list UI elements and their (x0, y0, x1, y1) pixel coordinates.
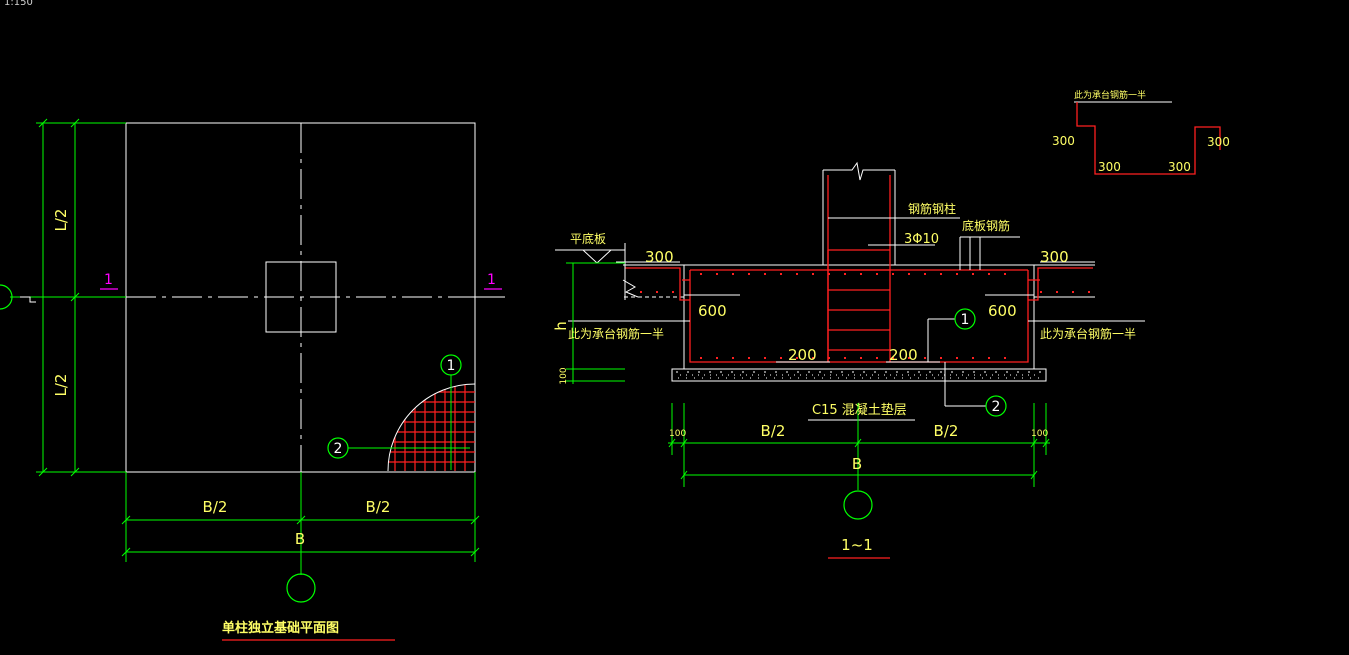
scale-label: 1:150 (4, 0, 33, 8)
section-view: 平底板 钢筋钢柱 底板钢筋 3Φ10 300 300 600 600 200 2… (552, 161, 1145, 559)
section-mark-left: 1 (100, 272, 118, 290)
plan-dim-half-width-left: B/2 (203, 498, 228, 516)
plan-dim-width: B (295, 530, 305, 548)
detail-dim-300-mid-right: 300 (1168, 160, 1191, 174)
plan-dim-half-length-bottom: L/2 (52, 374, 70, 397)
section-rebar (625, 175, 1093, 363)
label-column-rebar: 钢筋钢柱 (908, 201, 956, 216)
rebar-detail: 此为承台钢筋一半 300 300 300 300 (1052, 89, 1230, 175)
plan-marker-2-label: 2 (334, 441, 343, 457)
axis-bubble-left (0, 284, 13, 310)
plan-dim-half-width-right: B/2 (366, 498, 391, 516)
dim-300-right: 300 (1040, 248, 1069, 266)
dim-200-right: 200 (889, 346, 918, 364)
dim-100-right: 100 (1031, 429, 1048, 439)
dim-100-vertical: 100 (559, 367, 569, 384)
detail-dim-300-left: 300 (1052, 134, 1075, 148)
detail-dim-300-right: 300 (1207, 135, 1230, 149)
axis-bubble-bottom (286, 573, 316, 603)
footing-section-outline (623, 264, 1095, 370)
detail-dim-300-mid-left: 300 (1098, 160, 1121, 174)
rebar-mesh-arc (387, 383, 476, 472)
label-stirrup: 3Φ10 (904, 232, 939, 247)
plan-view: 1 1 L/2 L/2 (0, 118, 505, 641)
axis-tick-left (20, 296, 36, 303)
dim-600-left: 600 (698, 302, 727, 320)
dim-300-left: 300 (645, 248, 674, 266)
section-marker-2-label: 2 (992, 399, 1001, 415)
section-marker-1-circle (954, 308, 976, 330)
section-marker-1-label: 1 (961, 312, 970, 328)
section-marker-2-circle (985, 395, 1007, 417)
label-half-rebar-right: 此为承台钢筋一半 (1040, 326, 1136, 341)
plan-bottom-dimensions (121, 472, 480, 562)
section-dim-half-width-left: B/2 (761, 422, 786, 440)
dim-h: h (552, 321, 570, 331)
section-mark-left-label: 1 (104, 272, 113, 288)
detail-title: 此为承台钢筋一半 (1074, 89, 1146, 101)
dim-100-left: 100 (669, 429, 686, 439)
rebar-dots (640, 273, 1090, 359)
section-axis-bubble (843, 490, 873, 520)
label-flat-slab: 平底板 (570, 231, 606, 246)
label-bottom-rebar: 底板钢筋 (962, 218, 1010, 233)
break-symbol (622, 279, 639, 298)
plan-dim-half-length-top: L/2 (52, 209, 70, 232)
detail-rebar-shape (1076, 102, 1221, 175)
section-title: 1~1 (841, 536, 873, 554)
elevation-symbol (581, 249, 613, 264)
plan-title: 单柱独立基础平面图 (222, 620, 339, 636)
section-dim-width: B (852, 455, 862, 473)
section-mark-right-label: 1 (487, 272, 496, 288)
label-half-rebar-left: 此为承台钢筋一半 (568, 326, 664, 341)
label-cushion: C15 混凝土垫层 (812, 402, 907, 418)
cushion-dots (676, 371, 1042, 379)
section-leaders (568, 196, 1145, 421)
section-dim-half-width-right: B/2 (934, 422, 959, 440)
dim-600-right: 600 (988, 302, 1017, 320)
section-mark-right: 1 (484, 272, 502, 290)
plan-marker-1-label: 1 (447, 358, 456, 374)
dim-200-left: 200 (788, 346, 817, 364)
section-dimensions (566, 262, 1050, 490)
rebar-mesh (388, 384, 475, 471)
plan-left-dimensions (36, 118, 126, 477)
